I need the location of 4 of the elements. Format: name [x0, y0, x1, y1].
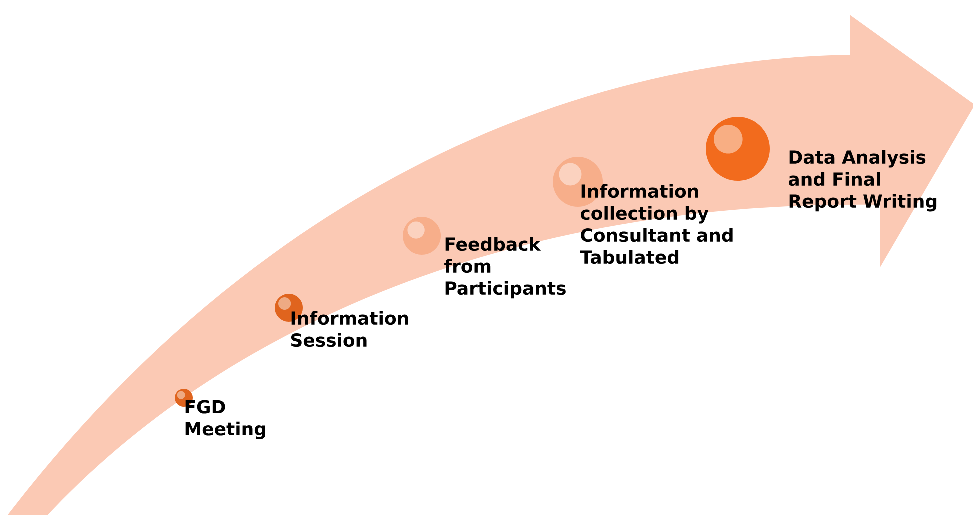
- milestone-label: FGD Meeting: [186, 400, 266, 440]
- milestone-label: Data Analysis and Final Report Writing: [788, 150, 937, 212]
- milestone-label: Information collection by Consultant and Tabulated: [580, 184, 733, 264]
- milestone-label: Feedback from Participants: [444, 237, 566, 299]
